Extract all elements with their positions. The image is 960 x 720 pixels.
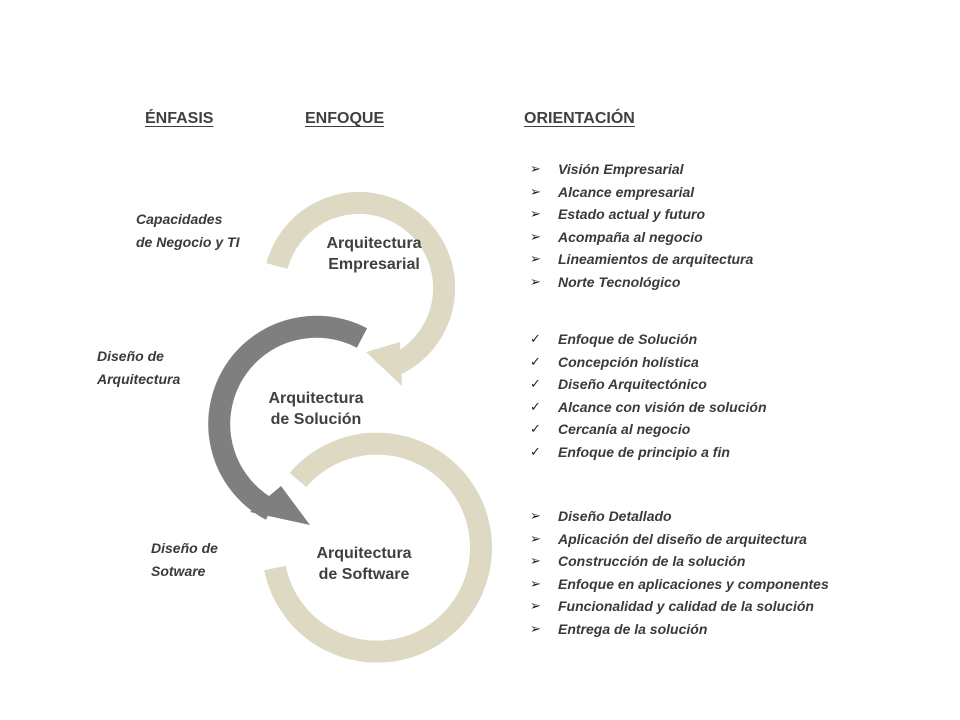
arch-label-line: de Software [318, 566, 410, 583]
list-item: ➢ Enfoque en aplicaciones y componentes [530, 573, 829, 596]
list-item-text: Cercanía al negocio [558, 421, 691, 438]
list-item: ➢ Norte Tecnológico [530, 271, 753, 294]
emphasis-label-line: Sotware [151, 563, 206, 579]
list-item-text: Entrega de la solución [558, 620, 708, 637]
arrow-bullet-icon: ➢ [530, 228, 541, 244]
arch-label-line: de Solución [270, 411, 362, 428]
arch-label-line: Arquitectura [326, 235, 422, 252]
arrow-bullet-icon: ➢ [530, 553, 541, 569]
list-item-text: Enfoque de principio a fin [558, 443, 730, 460]
emphasis-label-business: Capacidades de Negocio y TI [136, 208, 239, 254]
arrow-bullet-icon: ➢ [530, 273, 541, 289]
list-item-text: Enfoque en aplicaciones y componentes [558, 575, 829, 592]
solution-architecture-label: Arquitectura de Solución [251, 388, 381, 430]
emphasis-label-line: Capacidades [136, 211, 223, 227]
orientation-list-solution: ✓ Enfoque de Solución ✓ Concepción holísti… [530, 328, 767, 464]
list-item: ✓ Enfoque de principio a fin [530, 441, 767, 464]
list-item-text: Concepción holística [558, 353, 699, 370]
list-item: ➢ Construcción de la solución [530, 550, 829, 573]
list-item-text: Diseño Detallado [558, 508, 672, 524]
orientation-list-software: ➢ Diseño Detallado ➢ Aplicación del diseño… [530, 505, 829, 641]
list-item: ➢ Acompaña al negocio [530, 226, 753, 249]
list-item: ➢ Aplicación del diseño de arquitectura [530, 528, 829, 551]
list-item-text: Funcionalidad y calidad de la solución [558, 598, 814, 615]
arrow-bullet-icon: ➢ [530, 530, 541, 546]
arrow-bullet-icon: ➢ [530, 183, 541, 199]
enterprise-architecture-ring [266, 191, 456, 375]
check-bullet-icon: ✓ [530, 353, 541, 369]
arrow-bullet-icon: ➢ [530, 575, 541, 591]
arch-label-line: Arquitectura [316, 545, 412, 562]
arrow-bullet-icon: ➢ [530, 161, 541, 176]
list-item-text: Alcance con visión de solución [558, 398, 767, 415]
list-item-text: Lineamientos de arquitectura [558, 251, 754, 268]
list-item-text: Acompaña al negocio [558, 228, 703, 245]
emphasis-label-line: Arquitectura [97, 371, 181, 387]
list-item-text: Construcción de la solución [558, 553, 746, 570]
emphasis-label-software: Diseño de Sotware [151, 537, 218, 583]
arrow-bullet-icon: ➢ [530, 620, 541, 636]
list-item: ➢ Estado actual y futuro [530, 203, 753, 226]
list-item: ✓ Alcance con visión de solución [530, 396, 767, 419]
list-item: ➢ Lineamientos de arquitectura [530, 248, 753, 271]
check-bullet-icon: ✓ [530, 421, 541, 437]
orientation-list-enterprise: ➢ Visión Empresarial ➢ Alcance empresarial… [530, 158, 753, 294]
enterprise-architecture-label: Arquitectura Empresarial [309, 233, 439, 275]
check-bullet-icon: ✓ [530, 376, 541, 392]
list-item: ➢ Alcance empresarial [530, 181, 753, 204]
software-architecture-ring [264, 432, 492, 663]
list-item-text: Diseño Arquitectónico [558, 376, 707, 393]
list-item: ✓ Cercanía al negocio [530, 418, 767, 441]
arrow-bullet-icon: ➢ [530, 508, 541, 523]
enterprise-architecture-arrowhead [366, 342, 402, 386]
solution-architecture-arrowhead [250, 486, 310, 525]
list-item-text: Alcance empresarial [558, 183, 695, 200]
list-item-text: Norte Tecnológico [558, 273, 681, 290]
header-emphasis: ÉNFASIS [145, 110, 214, 127]
list-item: ➢ Funcionalidad y calidad de la solución [530, 595, 829, 618]
header-focus: ENFOQUE [305, 110, 385, 127]
list-item-text: Aplicación del diseño de arquitectura [558, 530, 807, 547]
emphasis-label-architecture: Diseño de Arquitectura [97, 345, 180, 391]
emphasis-label-line: de Negocio y TI [136, 234, 240, 250]
software-architecture-label: Arquitectura de Software [299, 543, 429, 585]
list-item-text: Enfoque de Solución [558, 331, 698, 347]
emphasis-label-line: Diseño de [97, 348, 164, 364]
list-item: ✓ Diseño Arquitectónico [530, 373, 767, 396]
list-item-text: Estado actual y futuro [558, 206, 706, 223]
emphasis-label-line: Diseño de [151, 540, 218, 556]
arrow-bullet-icon: ➢ [530, 598, 541, 614]
arch-label-line: Empresarial [328, 256, 420, 273]
solution-architecture-ring [208, 315, 368, 520]
header-orientation: ORIENTACIÓN [524, 110, 635, 127]
arrow-bullet-icon: ➢ [530, 206, 541, 222]
check-bullet-icon: ✓ [530, 443, 541, 459]
list-item: ✓ Enfoque de Solución [530, 328, 767, 351]
list-item: ✓ Concepción holística [530, 351, 767, 374]
list-item: ➢ Diseño Detallado [530, 505, 829, 528]
list-item: ➢ Visión Empresarial [530, 158, 753, 181]
check-bullet-icon: ✓ [530, 398, 541, 414]
list-item-text: Visión Empresarial [558, 161, 684, 177]
arrow-bullet-icon: ➢ [530, 251, 541, 267]
list-item: ➢ Entrega de la solución [530, 618, 829, 641]
arch-label-line: Arquitectura [268, 390, 364, 407]
check-bullet-icon: ✓ [530, 331, 541, 346]
